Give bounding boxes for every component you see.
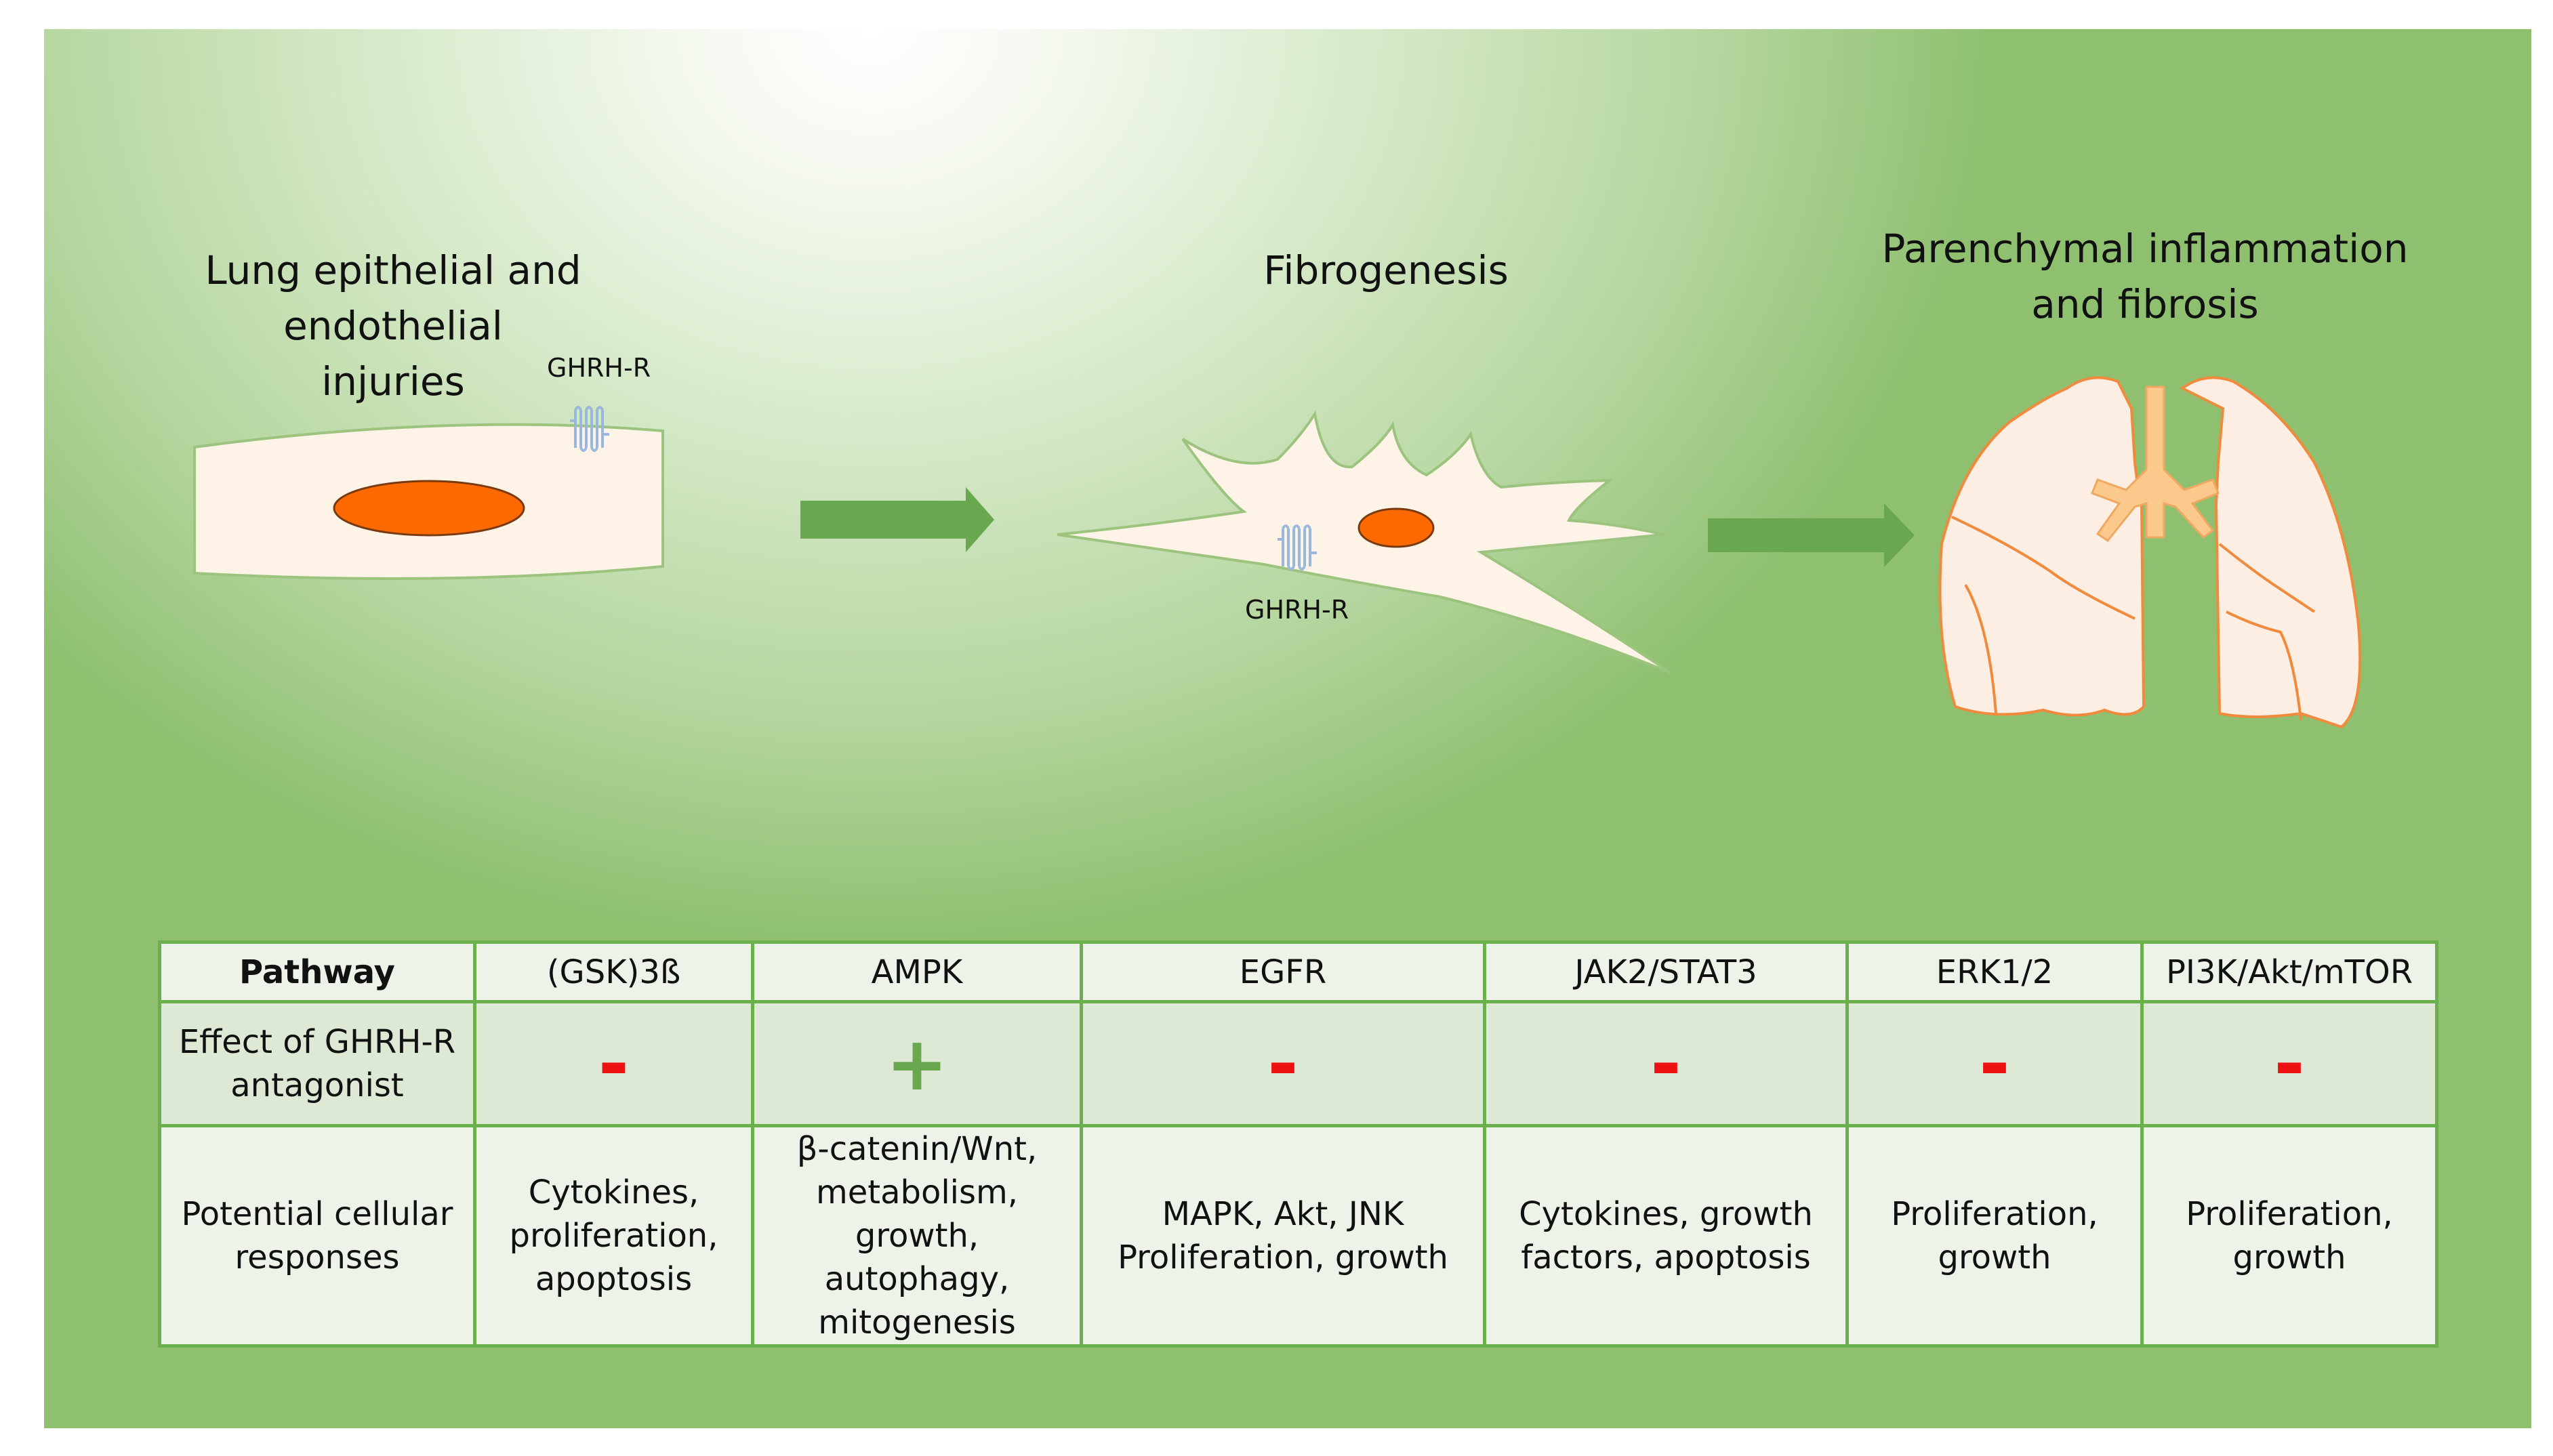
responses-cell: Cytokines, proliferation, apoptosis: [473, 1124, 754, 1348]
injury-title-line1: Lung epithelial and endothelial: [205, 247, 581, 349]
responses-cell: Proliferation, growth: [2140, 1124, 2438, 1348]
responses-cell: Cytokines, growth factors, apoptosis: [1483, 1124, 1849, 1348]
left-lung: [1938, 376, 2146, 717]
injury-title-line2: injuries: [321, 358, 465, 404]
responses-cell: MAPK, Akt, JNK Proliferation, growth: [1080, 1124, 1486, 1348]
row-header-pathway: Pathway: [158, 940, 476, 1003]
pathway-table: Pathway (GSK)3ß AMPK EGFR JAK2/STAT3 ERK…: [158, 940, 2438, 1348]
effect-cell: -: [1483, 1000, 1849, 1127]
lung-lobe-lines: [1951, 516, 2316, 721]
effect-cell: +: [751, 1000, 1083, 1127]
minus-sign: -: [1267, 1020, 1299, 1107]
row-header-responses: Potential cellular responses: [158, 1124, 476, 1348]
fibroblast-body: [1057, 410, 1672, 674]
pathway-cell: ERK1/2: [1845, 940, 2144, 1003]
lungs-illustration: [1938, 376, 2362, 729]
lung-title: Parenchymal inflammation and fibrosis: [1847, 221, 2443, 332]
lung-title-line1: Parenchymal inflammation: [1881, 226, 2409, 272]
ghrh-receptor-icon: [570, 406, 609, 452]
fibroblast-cell: [1057, 410, 1672, 674]
fibroblast-nucleus: [1357, 507, 1435, 548]
illustration-layer: [193, 376, 2362, 729]
epithelial-cell: [193, 406, 664, 580]
process-arrow-1: [800, 487, 994, 552]
effect-cell: -: [473, 1000, 754, 1127]
ghrh-r-label-fibroblast: GHRH-R: [1245, 595, 1349, 625]
responses-cell: β-catenin/Wnt, metabolism, growth, autop…: [751, 1124, 1083, 1348]
process-arrow-2: [1708, 503, 1915, 567]
effect-cell: -: [1080, 1000, 1486, 1127]
plus-sign: +: [885, 1020, 949, 1107]
table-row-effect: Effect of GHRH-R antagonist - + - - - -: [158, 1000, 2438, 1127]
table-row-responses: Potential cellular responses Cytokines, …: [158, 1124, 2438, 1348]
minus-sign: -: [598, 1020, 630, 1107]
responses-cell: Proliferation, growth: [1845, 1124, 2144, 1348]
ghrh-receptor-icon: [1278, 524, 1317, 570]
effect-cell: -: [2140, 1000, 2438, 1127]
pathway-cell: EGFR: [1080, 940, 1486, 1003]
injury-title: Lung epithelial and endothelial injuries: [95, 243, 691, 409]
row-header-effect: Effect of GHRH-R antagonist: [158, 1000, 476, 1127]
fibrogenesis-title: Fibrogenesis: [1263, 247, 1509, 293]
pathway-cell: JAK2/STAT3: [1483, 940, 1849, 1003]
lung-title-line2: and fibrosis: [2031, 281, 2259, 327]
minus-sign: -: [1650, 1020, 1681, 1107]
ghrh-r-label-epithelial: GHRH-R: [547, 353, 651, 383]
pathway-cell: PI3K/Akt/mTOR: [2140, 940, 2438, 1003]
pathway-cell: (GSK)3ß: [473, 940, 754, 1003]
pathway-cell: AMPK: [751, 940, 1083, 1003]
trachea-airway: [2091, 386, 2220, 543]
table-row-pathway: Pathway (GSK)3ß AMPK EGFR JAK2/STAT3 ERK…: [158, 940, 2438, 1003]
figure-panel: Lung epithelial and endothelial injuries…: [44, 29, 2531, 1428]
right-lung: [2180, 376, 2362, 729]
effect-cell: -: [1845, 1000, 2144, 1127]
epithelial-nucleus: [333, 480, 525, 537]
minus-sign: -: [2274, 1020, 2305, 1107]
minus-sign: -: [1979, 1020, 2010, 1107]
